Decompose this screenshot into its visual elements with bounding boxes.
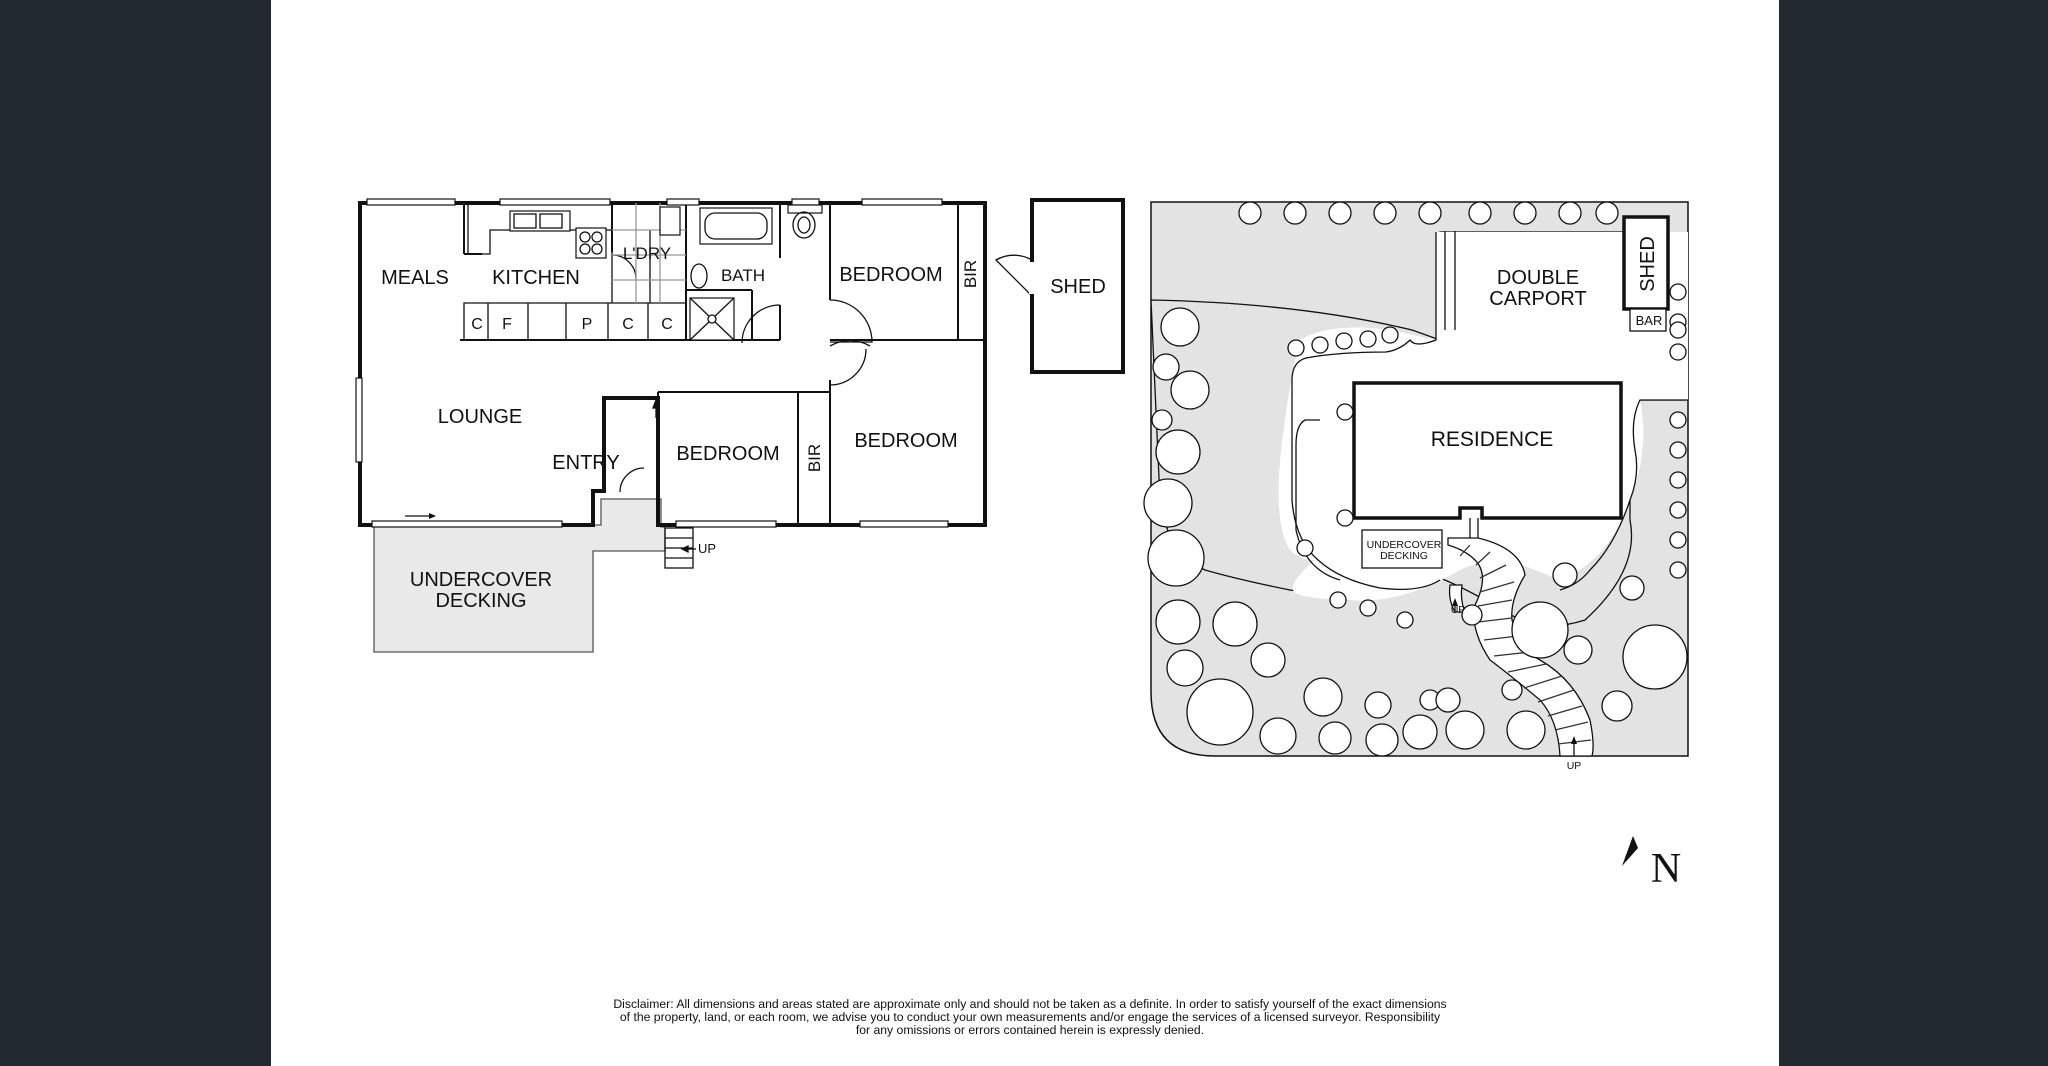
site-decking-label-line1: UNDERCOVER xyxy=(1367,539,1442,551)
north-label: N xyxy=(1651,846,1681,892)
cabinet-label-c2: C xyxy=(622,316,634,333)
disclaimer: Disclaimer: All dimensions and areas sta… xyxy=(520,998,1540,1037)
site-undercover-decking xyxy=(1361,529,1443,569)
laundry-trough xyxy=(659,206,681,236)
room-label-bath: BATH xyxy=(721,266,765,285)
cabinet-label-c3: C xyxy=(661,316,673,333)
room-label-bir-2: BIR xyxy=(805,444,824,472)
room-label-bir-1: BIR xyxy=(961,260,980,288)
disclaimer-line-1: Disclaimer: All dimensions and areas sta… xyxy=(613,997,1447,1011)
room-label-bedroom-3: BEDROOM xyxy=(854,430,957,452)
cabinet-label-p: P xyxy=(582,316,593,333)
house-shed xyxy=(1030,198,1125,374)
site-plan: DOUBLE CARPORT SHED BAR RESIDENCE UNDERC… xyxy=(1143,201,1689,772)
site-up-label-1: UP xyxy=(1451,604,1466,616)
site-trees xyxy=(1143,201,1688,757)
site-shed xyxy=(1622,215,1670,311)
site-shed-label: SHED xyxy=(1637,236,1659,292)
north-arrow-icon: N xyxy=(1622,836,1681,892)
room-label-shed: SHED xyxy=(1050,276,1106,298)
room-label-laundry: L'DRY xyxy=(623,244,671,263)
room-label-kitchen: KITCHEN xyxy=(492,267,580,289)
house-interior-walls xyxy=(460,203,985,525)
site-up-label-2: UP xyxy=(1567,760,1582,772)
kitchen-fittings xyxy=(463,203,687,341)
residence-building xyxy=(1352,381,1623,520)
house-exterior-wall xyxy=(358,201,987,527)
cabinet-label-f: F xyxy=(502,316,512,333)
vanity-basin xyxy=(690,263,708,289)
site-decking-label-line2: DECKING xyxy=(1380,550,1428,562)
room-label-lounge: LOUNGE xyxy=(438,406,522,428)
decking-label-line2: DECKING xyxy=(435,590,526,612)
toilet xyxy=(787,204,823,214)
bath-fittings xyxy=(689,204,823,341)
disclaimer-line-2: of the property, land, or each room, we … xyxy=(619,1010,1441,1024)
residence-label: RESIDENCE xyxy=(1431,428,1554,451)
decking-label-line1: UNDERCOVER xyxy=(410,569,552,591)
laundry-tiles xyxy=(612,203,686,303)
site-bar-label: BAR xyxy=(1636,313,1663,328)
room-label-bedroom-2: BEDROOM xyxy=(676,443,779,465)
disclaimer-line-3: for any omissions or errors contained he… xyxy=(855,1023,1205,1037)
entry-up-label: UP xyxy=(698,541,716,556)
room-label-entry: ENTRY xyxy=(552,452,619,474)
site-bar xyxy=(1629,308,1667,332)
house-floor-plan: MEALS KITCHEN L'DRY BATH BEDROOM BIR LOU… xyxy=(355,198,1125,653)
room-label-bedroom-1: BEDROOM xyxy=(839,264,942,286)
carport-label-line2: CARPORT xyxy=(1489,288,1586,310)
cooktop xyxy=(575,227,607,259)
carport-label-line1: DOUBLE xyxy=(1497,267,1579,289)
cabinet-label-c1: C xyxy=(471,316,483,333)
house-windows xyxy=(355,198,949,528)
room-label-meals: MEALS xyxy=(381,267,449,289)
entry-steps xyxy=(652,398,696,569)
